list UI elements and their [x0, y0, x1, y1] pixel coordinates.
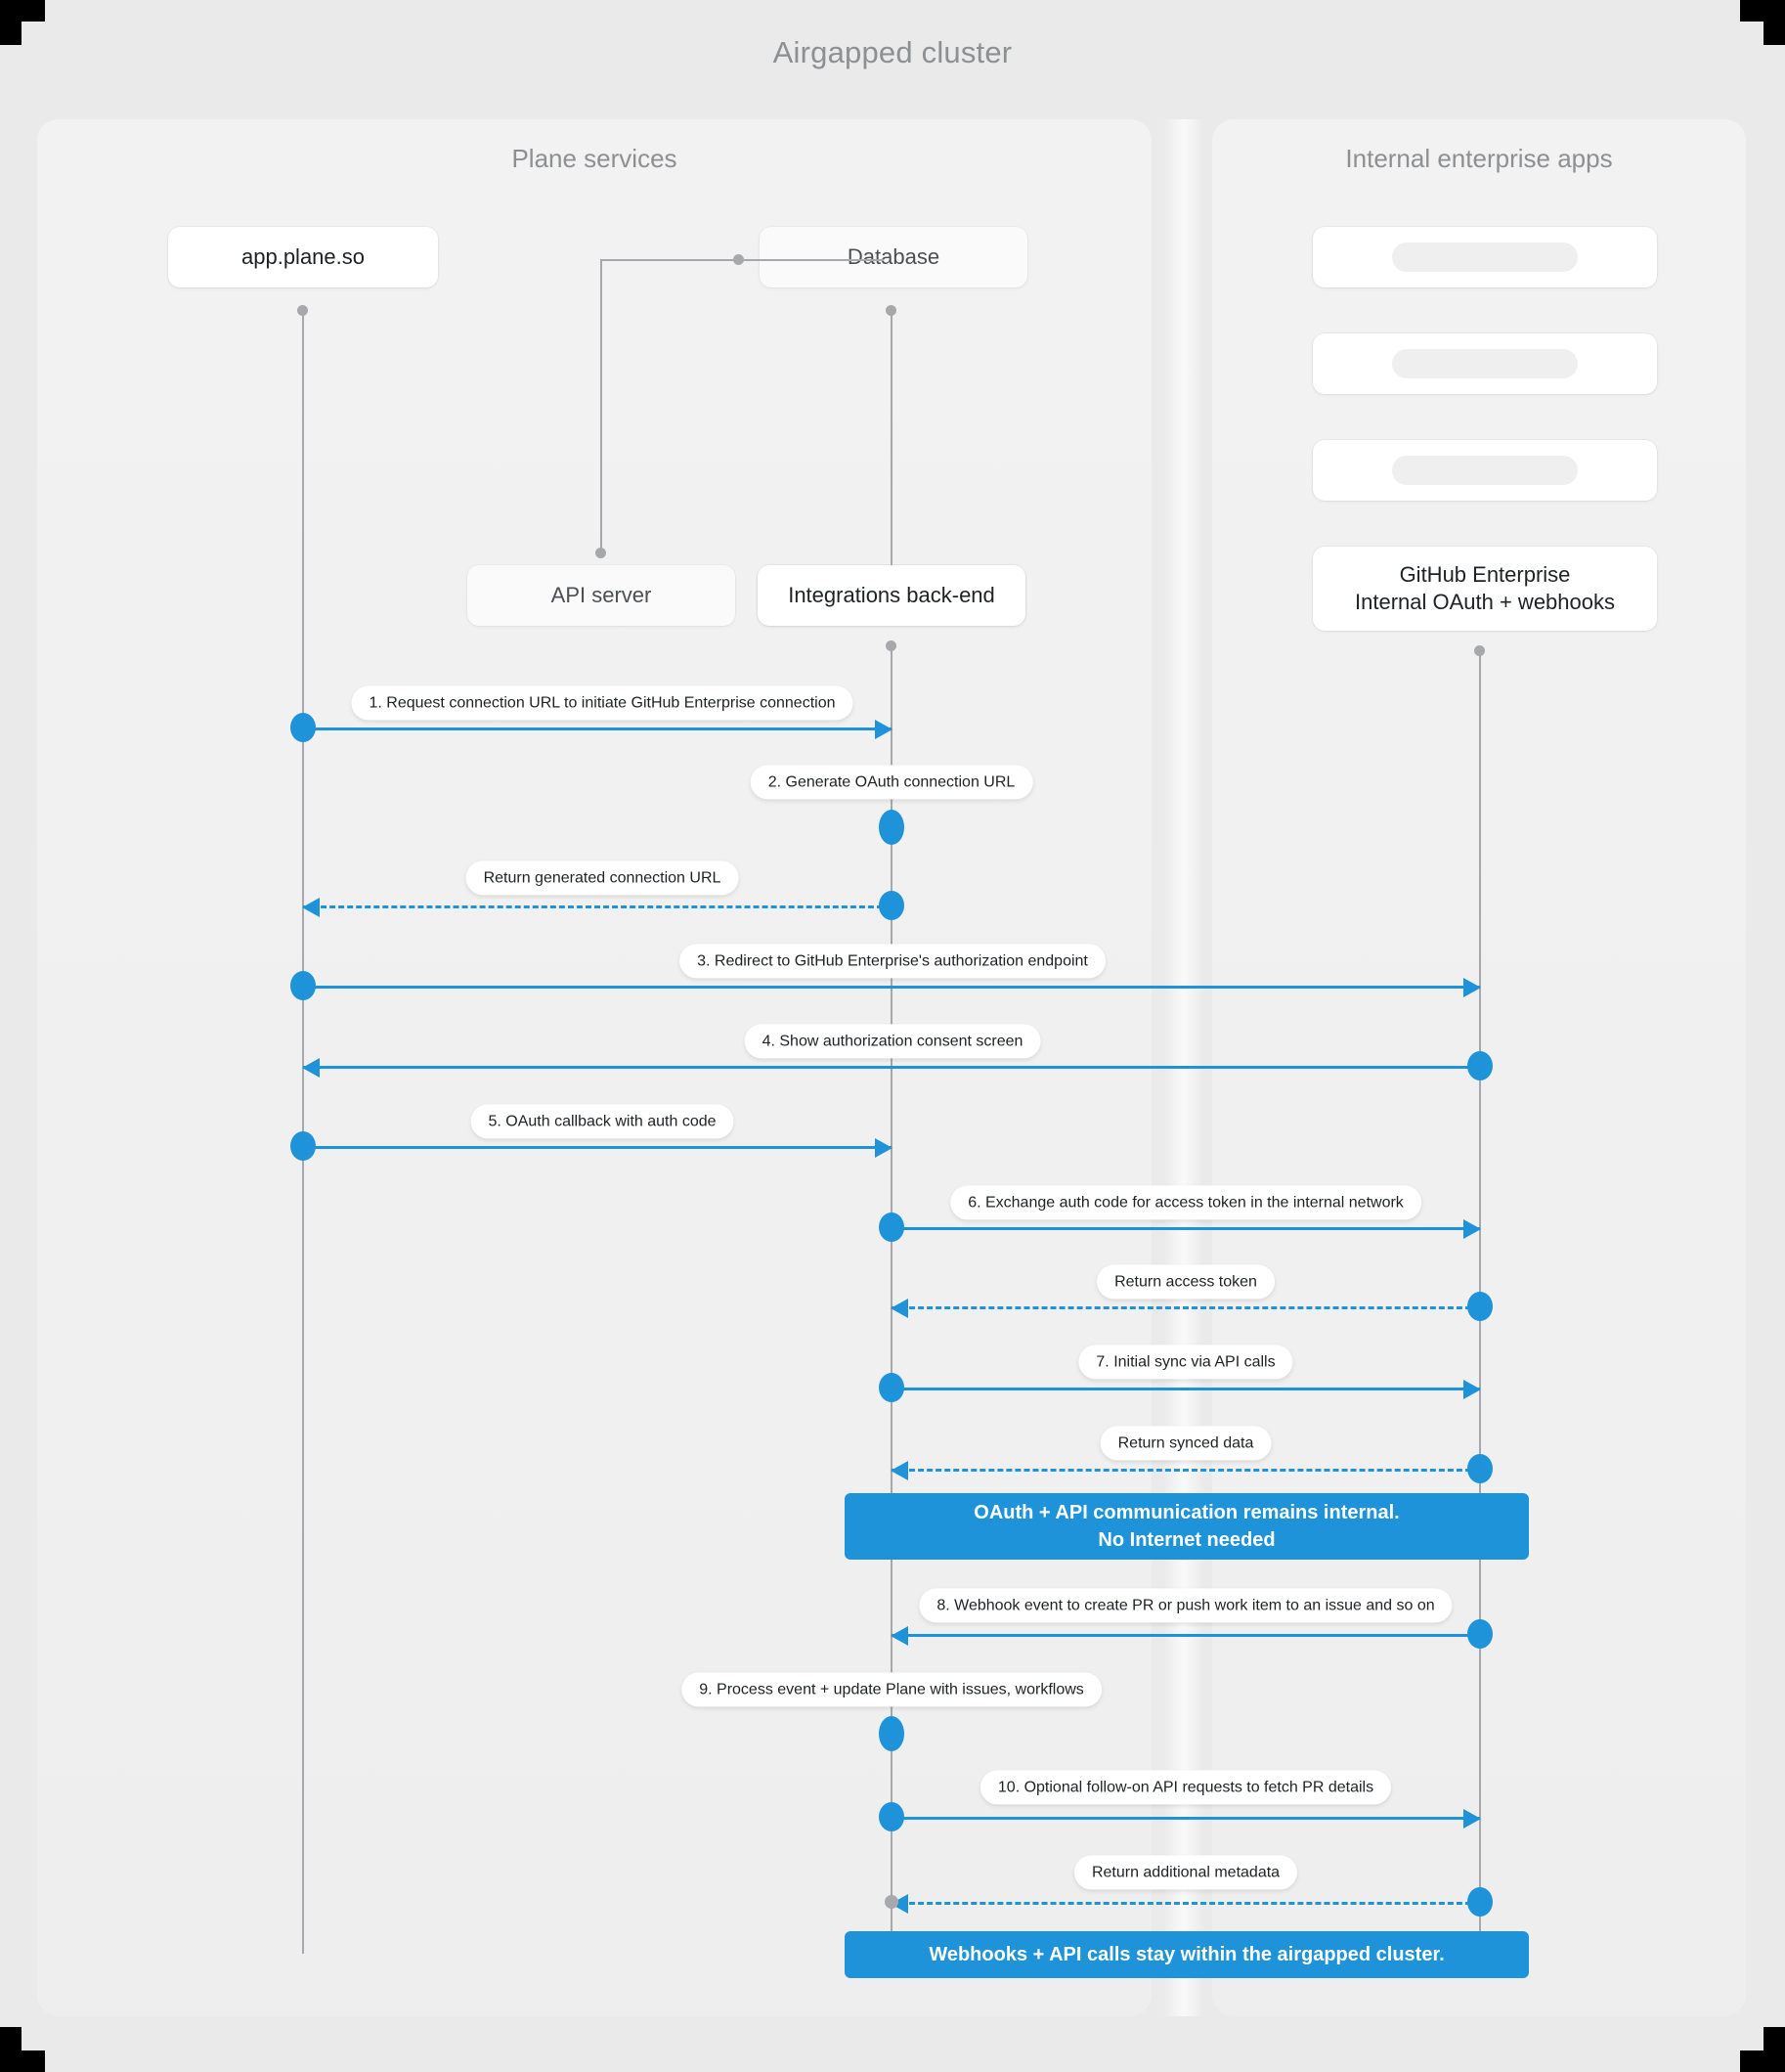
- message-label-13: 10. Optional follow-on API requests to f…: [980, 1770, 1392, 1805]
- message-label-9: 7. Initial sync via API calls: [1078, 1345, 1293, 1380]
- lifeline-dot-database: [886, 305, 896, 316]
- message-origin-ball: [879, 1373, 904, 1402]
- participant-api-server[interactable]: API server: [467, 565, 735, 626]
- diagram-title: Airgapped cluster: [772, 35, 1013, 69]
- message-label-7: 6. Exchange auth code for access token i…: [950, 1185, 1421, 1220]
- note-line-2: No Internet needed: [1098, 1529, 1276, 1551]
- message-label-11: 8. Webhook event to create PR or push wo…: [919, 1588, 1453, 1623]
- participant-label: Integrations back-end: [788, 582, 995, 607]
- message-line: [303, 727, 892, 730]
- participant-placeholder-3[interactable]: [1313, 440, 1657, 501]
- crop-mark-top-right: [1763, 0, 1785, 45]
- message-label-10: Return synced data: [1100, 1426, 1272, 1461]
- participant-github-enterprise[interactable]: GitHub Enterprise Internal OAuth + webho…: [1313, 547, 1657, 631]
- message-line: [892, 1306, 1480, 1309]
- participant-placeholder-1[interactable]: [1313, 227, 1657, 287]
- lifeline-dot-integrations: [886, 640, 896, 651]
- note-line-1: OAuth + API communication remains intern…: [974, 1502, 1400, 1523]
- skeleton-bar: [1392, 349, 1578, 378]
- message-origin-ball: [1467, 1292, 1493, 1321]
- message-label-12: 9. Process event + update Plane with iss…: [681, 1672, 1102, 1707]
- message-label-8: Return access token: [1097, 1264, 1275, 1300]
- lifeline-dot-app: [297, 305, 308, 316]
- message-origin-ball: [290, 1131, 316, 1161]
- message-origin-ball: [290, 971, 316, 1000]
- arrow-head-left-icon: [302, 898, 320, 917]
- message-origin-ball: [879, 891, 904, 920]
- crop-mark-bottom-right: [1763, 2027, 1785, 2072]
- message-label-2: 2. Generate OAuth connection URL: [750, 765, 1033, 800]
- message-origin-ball: [1467, 1619, 1493, 1649]
- lifeline-database: [891, 311, 892, 565]
- participant-label: API server: [550, 582, 652, 607]
- message-origin-ball: [879, 1212, 904, 1242]
- message-label-14: Return additional metadata: [1073, 1855, 1298, 1890]
- message-line: [303, 1146, 892, 1149]
- message-label-5: 4. Show authorization consent screen: [744, 1024, 1041, 1059]
- message-endpoint-dot: [885, 1895, 898, 1909]
- arrow-head-right-icon: [1463, 1380, 1481, 1399]
- participant-app-plane-so[interactable]: app.plane.so: [168, 227, 438, 287]
- message-origin-ball: [1467, 1051, 1493, 1080]
- arrow-head-left-icon: [891, 1299, 908, 1318]
- message-line: [892, 1817, 1480, 1820]
- arrow-head-left-icon: [302, 1058, 320, 1078]
- arrow-head-right-icon: [1463, 1219, 1481, 1239]
- skeleton-bar: [1392, 242, 1578, 272]
- group-title-internal-enterprise-apps: Internal enterprise apps: [1345, 144, 1613, 173]
- note-banner-2: Webhooks + API calls stay within the air…: [845, 1931, 1529, 1978]
- crop-mark-top-left: [0, 0, 22, 45]
- lifeline-dot-github: [1474, 645, 1485, 656]
- message-origin-ball: [1467, 1887, 1493, 1917]
- message-label-3: Return generated connection URL: [465, 860, 739, 896]
- participant-placeholder-2[interactable]: [1313, 333, 1657, 394]
- arrow-head-right-icon: [1463, 978, 1481, 997]
- message-origin-ball: [290, 713, 316, 742]
- arrow-head-right-icon: [875, 1138, 892, 1158]
- self-call-ball: [879, 1716, 904, 1751]
- arrow-head-left-icon: [891, 1461, 908, 1480]
- arrow-head-left-icon: [891, 1626, 908, 1646]
- message-line: [892, 1227, 1480, 1230]
- connector-endpoint-dot-api-server: [595, 548, 606, 558]
- participant-label: app.plane.so: [241, 243, 365, 269]
- participant-database[interactable]: Database: [760, 227, 1027, 287]
- connector-api-to-database-vertical: [600, 259, 602, 552]
- message-line: [303, 905, 892, 908]
- message-line: [892, 1634, 1480, 1637]
- arrow-head-right-icon: [875, 720, 892, 739]
- message-origin-ball: [1467, 1454, 1493, 1483]
- arrow-head-right-icon: [1463, 1809, 1481, 1829]
- self-call-ball: [879, 810, 904, 845]
- message-line: [303, 1066, 1480, 1069]
- crop-mark-bottom-left: [0, 2027, 22, 2072]
- participant-integrations-backend[interactable]: Integrations back-end: [758, 565, 1025, 626]
- message-line: [303, 986, 1480, 989]
- participant-label-line1: GitHub Enterprise: [1399, 561, 1571, 587]
- participant-label: Database: [847, 243, 940, 269]
- note-line-1: Webhooks + API calls stay within the air…: [929, 1944, 1445, 1965]
- message-label-1: 1. Request connection URL to initiate Gi…: [351, 685, 853, 721]
- message-line: [892, 1902, 1480, 1905]
- message-origin-ball: [879, 1802, 904, 1831]
- note-banner-1: OAuth + API communication remains intern…: [845, 1493, 1529, 1560]
- group-title-plane-services: Plane services: [511, 144, 677, 173]
- skeleton-bar: [1392, 456, 1578, 485]
- connector-endpoint-dot-database: [733, 254, 744, 265]
- participant-label-line2: Internal OAuth + webhooks: [1355, 590, 1615, 614]
- message-label-4: 3. Redirect to GitHub Enterprise's autho…: [679, 944, 1106, 979]
- message-line: [892, 1469, 1480, 1472]
- message-label-6: 5. OAuth callback with auth code: [470, 1104, 734, 1139]
- message-line: [892, 1388, 1480, 1390]
